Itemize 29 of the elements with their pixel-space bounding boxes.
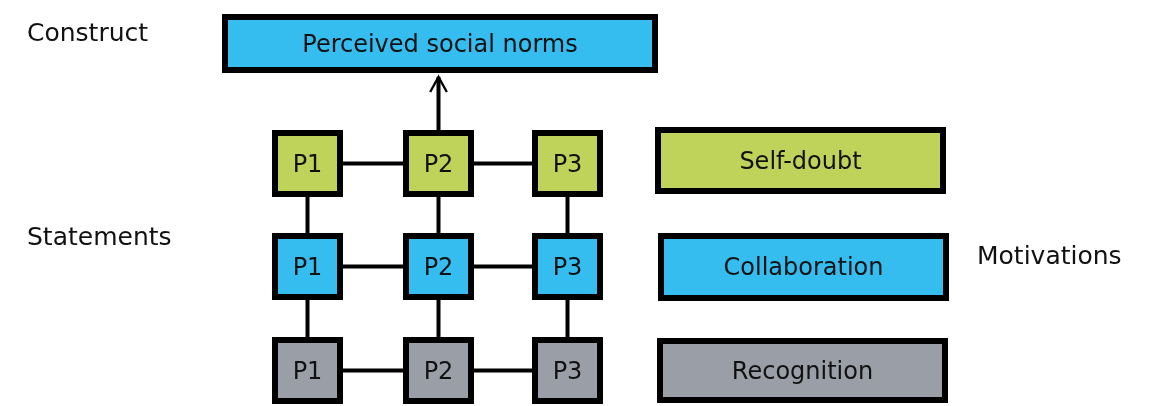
motivation-box: Self-doubt [655,127,946,194]
connector-line [305,197,310,233]
construct-box: Perceived social norms [222,14,658,73]
connector-line [565,300,570,337]
statement-box: P1 [272,130,343,197]
connector-line [343,264,403,269]
arrow [429,75,448,130]
connector-line [474,161,532,166]
statement-box: P2 [403,337,474,404]
section-label: Construct [27,18,149,47]
section-label: Statements [27,222,172,251]
motivation-box: Recognition [657,338,948,403]
connector-line [436,197,441,233]
connector-line [305,300,310,337]
connector-line [436,300,441,337]
statement-box: P1 [272,337,343,404]
statement-box: P3 [532,233,603,300]
statement-box: P3 [532,337,603,404]
connector-line [343,368,403,373]
statement-box: P2 [403,130,474,197]
statement-box: P2 [403,233,474,300]
connector-line [565,197,570,233]
connector-line [343,161,403,166]
statement-box: P1 [272,233,343,300]
section-label: Motivations [977,241,1122,270]
statement-box: P3 [532,130,603,197]
connector-line [474,368,532,373]
motivation-box: Collaboration [658,233,949,301]
connector-line [474,264,532,269]
